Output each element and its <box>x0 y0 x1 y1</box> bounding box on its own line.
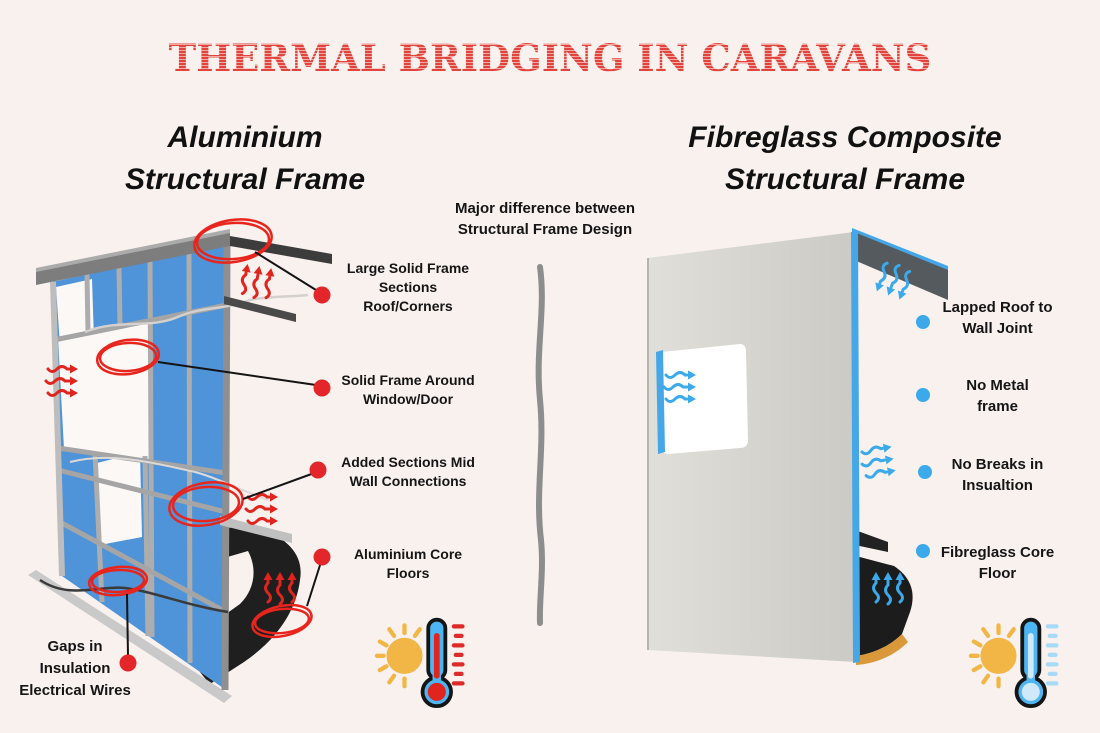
callout-dot-red <box>309 461 327 479</box>
fibreglass-heading: Fibreglass Composite Structural Frame <box>688 121 1002 196</box>
open-bay <box>56 279 94 346</box>
callout-solid-frame-window: Solid Frame Around Window/Door <box>341 372 475 407</box>
callout-fibreglass-core: Fibreglass Core Floor <box>940 544 1055 582</box>
wall-blue-edge <box>851 231 860 663</box>
roof-overhang <box>230 236 332 264</box>
leader-lines <box>126 251 322 657</box>
lower-opening <box>97 452 142 545</box>
divider-line <box>535 264 545 626</box>
electrical-wires <box>39 293 309 614</box>
callout-dot-red <box>119 654 137 672</box>
aluminium-frame-illustration <box>28 218 332 703</box>
roof-overhang-2 <box>224 296 296 322</box>
window-cutout <box>662 344 748 454</box>
callout-dot-blue <box>918 465 932 479</box>
mid-rail-extension <box>220 516 292 543</box>
callout-dots-blue <box>916 315 932 558</box>
fibreglass-frame-illustration <box>647 228 948 665</box>
callout-dot-blue <box>916 315 930 329</box>
aluminium-heading: Aluminium Structural Frame <box>124 121 366 196</box>
highlight-ellipses-red <box>87 218 313 639</box>
callout-lapped-roof: Lapped Roof to Wall Joint <box>942 299 1053 337</box>
window-blue-edge <box>656 350 665 454</box>
callout-dot-red <box>313 286 331 304</box>
sun-hot-thermometer-icon <box>377 620 463 706</box>
window-opening <box>58 319 153 462</box>
callout-dot-blue <box>916 388 930 402</box>
callout-dots-red <box>119 286 331 672</box>
composite-wall <box>648 232 856 662</box>
callout-no-metal-frame: No Metal frame <box>966 377 1029 415</box>
fibreglass-floor <box>856 556 913 656</box>
sun-cold-thermometer-icon <box>971 620 1056 706</box>
roof-beam <box>36 233 230 285</box>
heat-arrows-icon <box>236 261 278 302</box>
left-edge-rail <box>50 281 65 577</box>
callout-dot-blue <box>916 544 930 558</box>
corner-stud <box>221 243 231 691</box>
callout-dot-red <box>313 379 331 397</box>
page-title: THERMAL BRIDGING IN CARAVANS <box>0 36 1100 80</box>
center-note: Major difference between Structural Fram… <box>454 200 636 238</box>
callout-dot-red <box>313 548 331 566</box>
cool-arrows-icon <box>857 440 898 482</box>
callout-large-solid-frame: Large Solid Frame Sections Roof/Corners <box>346 260 470 314</box>
floor-notch <box>221 551 254 614</box>
floor-timber-edge <box>856 634 908 665</box>
chassis-rail <box>28 570 232 703</box>
callout-gaps-insulation: Gaps in Insulation Electrical Wires <box>19 638 131 699</box>
floor-wedge <box>855 530 888 552</box>
callout-no-breaks: No Breaks in Insualtion <box>951 456 1044 494</box>
callout-aluminium-core: Aluminium Core Floors <box>353 546 463 581</box>
callout-added-sections: Added Sections Mid Wall Connections <box>341 454 475 489</box>
roof-underside <box>854 232 948 300</box>
